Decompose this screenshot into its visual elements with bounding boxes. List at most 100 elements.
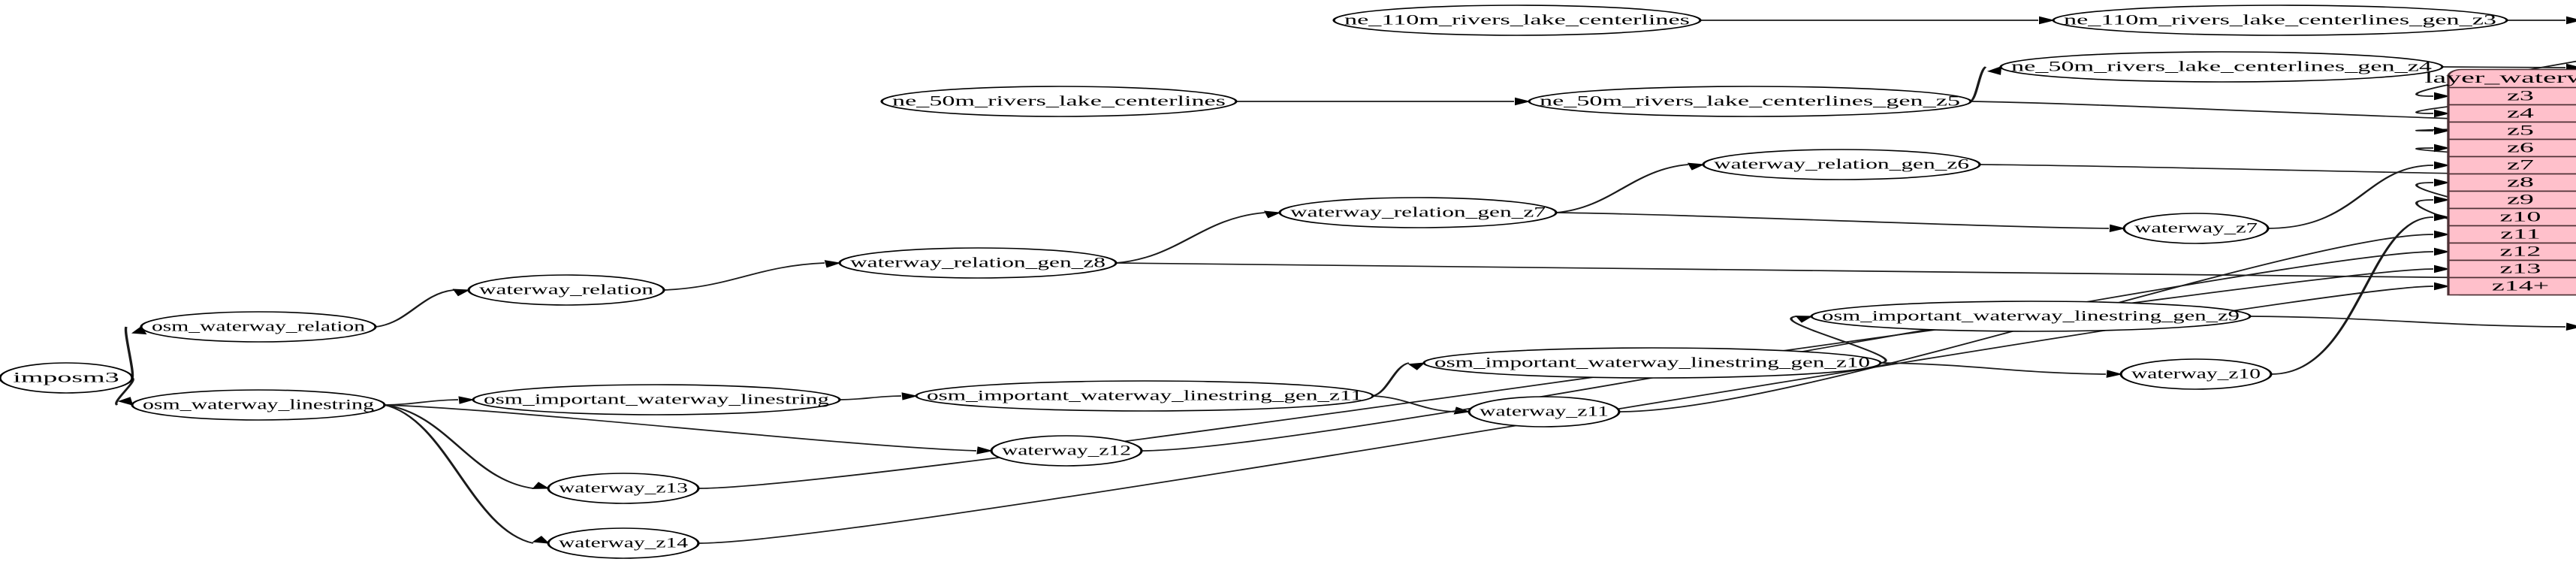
node-ellipse	[1528, 86, 1972, 117]
node-waterway_relation_gen_z6[interactable]: waterway_relation_gen_z6	[1702, 149, 1981, 180]
node-label: waterway_relation	[479, 282, 653, 298]
node-ne_110m_rivers_lake_centerlines[interactable]: ne_110m_rivers_lake_centerlines	[1332, 5, 1702, 36]
edge-osm_waterway_linestring-to-waterway_z12	[384, 404, 977, 452]
node-ellipse	[1332, 5, 1702, 36]
edge-arrowhead	[532, 482, 550, 489]
record-row-label: z4	[2507, 105, 2534, 121]
edge-arrowhead	[1515, 97, 1531, 106]
node-imposm3[interactable]: imposm3	[0, 362, 134, 394]
node-osm_waterway_relation[interactable]: osm_waterway_relation	[140, 311, 377, 343]
node-ellipse	[990, 435, 1143, 467]
edge-arrowhead	[1263, 210, 1282, 219]
node-ellipse	[915, 380, 1374, 412]
record-row-label: z11	[2500, 226, 2540, 242]
edge-arrowhead	[2039, 16, 2056, 25]
node-ellipse	[0, 362, 134, 394]
node-label: waterway_z13	[559, 480, 688, 496]
node-waterway_z13[interactable]: waterway_z13	[547, 473, 700, 504]
node-label: waterway_relation_gen_z6	[1714, 156, 1969, 172]
node-label: ne_50m_rivers_lake_centerlines	[892, 93, 1226, 109]
edge-imposm3-to-osm_waterway_relation	[124, 326, 134, 379]
node-label: ne_50m_rivers_lake_centerlines_gen_z4	[2011, 59, 2432, 74]
edge-waterway_relation_gen_z8-to-waterway_z8	[1115, 262, 2566, 279]
node-label: waterway_z10	[2131, 366, 2261, 382]
edge-osm_important_waterway_linestring_gen_z11-to-waterway_z11	[1372, 395, 1455, 412]
record-row-label: z12	[2500, 243, 2541, 259]
node-ellipse	[2119, 358, 2273, 390]
nodes-layer: imposm3 osm_waterway_relation osm_waterway…	[0, 5, 2508, 559]
node-osm_important_waterway_linestring_gen_z9[interactable]: osm_important_waterway_linestring_gen_z9	[1810, 301, 2252, 332]
edge-waterway_z3-to-record-z3	[2415, 60, 2576, 97]
edge-arrowhead	[2434, 213, 2451, 222]
node-waterway_z10[interactable]: waterway_z10	[2119, 358, 2273, 390]
edge-arrowhead	[2565, 322, 2576, 331]
node-ellipse	[1278, 197, 1558, 228]
edges-layer	[115, 16, 2576, 544]
edge-waterway_z5-to-record-z5	[2415, 125, 2576, 131]
node-ne_50m_rivers_lake_centerlines_gen_z4[interactable]: ne_50m_rivers_lake_centerlines_gen_z4	[1999, 51, 2444, 83]
node-ellipse	[1810, 301, 2252, 332]
node-waterway_relation_gen_z7[interactable]: waterway_relation_gen_z7	[1278, 197, 1558, 228]
edge-arrowhead	[1407, 362, 1425, 370]
edge-arrowhead	[2434, 109, 2451, 118]
node-ellipse	[1467, 396, 1621, 428]
edge-arrowhead	[2434, 195, 2451, 204]
node-osm_important_waterway_linestring_gen_z10[interactable]: osm_important_waterway_linestring_gen_z1…	[1422, 347, 1882, 379]
node-label: osm_important_waterway_linestring_gen_z9	[1822, 308, 2240, 324]
edge-arrowhead	[2434, 126, 2451, 135]
edge-arrowhead	[1795, 316, 1814, 323]
node-ne_50m_rivers_lake_centerlines_gen_z5[interactable]: ne_50m_rivers_lake_centerlines_gen_z5	[1528, 86, 1972, 117]
edge-osm_waterway_relation-to-waterway_relation	[375, 289, 454, 328]
node-osm_waterway_linestring[interactable]: osm_waterway_linestring	[131, 389, 386, 421]
edge-waterway_z6-to-record-z6	[2415, 147, 2576, 162]
edge-arrowhead	[2566, 16, 2576, 25]
node-osm_important_waterway_linestring[interactable]: osm_important_waterway_linestring	[472, 384, 841, 415]
edge-arrowhead	[2109, 224, 2126, 232]
edge-waterway_relation_gen_z8-to-waterway_relation_gen_z7	[1115, 212, 1265, 264]
edge-waterway_relation_gen_z7-to-waterway_relation_gen_z6	[1555, 164, 1689, 213]
edge-arrowhead	[1687, 162, 1706, 171]
node-label: osm_important_waterway_linestring_gen_z1…	[1434, 355, 1870, 370]
node-label: osm_waterway_linestring	[143, 397, 374, 412]
edge-arrowhead	[2434, 92, 2451, 101]
node-ellipse	[1422, 347, 1882, 379]
node-label: osm_important_waterway_linestring	[484, 391, 829, 407]
record-row-z14+[interactable]	[2447, 276, 2576, 296]
node-waterway_relation_gen_z8[interactable]: waterway_relation_gen_z8	[838, 247, 1118, 279]
edge-arrowhead	[452, 289, 471, 297]
node-ne_50m_rivers_lake_centerlines[interactable]: ne_50m_rivers_lake_centerlines	[880, 86, 1238, 117]
record-row-label: z13	[2500, 261, 2541, 276]
edge-waterway_z8-to-record-z8	[2415, 182, 2576, 228]
edge-arrowhead	[1986, 65, 2002, 75]
edge-waterway_z9-to-record-z9	[2415, 199, 2576, 259]
edge-arrowhead	[2434, 264, 2451, 273]
node-ellipse	[1999, 51, 2444, 83]
edge-arrowhead	[2434, 178, 2451, 187]
node-waterway_z11[interactable]: waterway_z11	[1467, 396, 1621, 428]
node-osm_important_waterway_linestring_gen_z11[interactable]: osm_important_waterway_linestring_gen_z1…	[915, 380, 1374, 412]
edge-waterway_relation-to-waterway_relation_gen_z8	[663, 262, 825, 291]
edge-osm_waterway_linestring-to-waterway_z13	[384, 404, 534, 489]
edge-arrowhead	[2434, 282, 2451, 291]
record-row-label: z7	[2507, 157, 2534, 173]
edge-osm_important_waterway_linestring_gen_z10-to-waterway_z10	[1880, 362, 2107, 375]
record-row-label: z9	[2507, 192, 2534, 207]
edge-arrowhead	[2106, 370, 2123, 378]
node-ellipse	[131, 389, 386, 421]
node-waterway_z14[interactable]: waterway_z14	[547, 527, 700, 559]
node-ellipse	[467, 274, 665, 306]
edge-arrowhead	[458, 396, 475, 404]
node-waterway_z12[interactable]: waterway_z12	[990, 435, 1143, 467]
node-waterway_z7[interactable]: waterway_z7	[2122, 213, 2270, 244]
edge-osm_important_waterway_linestring-to-osm_important_waterway_linestring_gen_z11	[839, 395, 902, 400]
edge-waterway_z7-to-record-z7	[2267, 165, 2434, 229]
edge-arrowhead	[2434, 161, 2451, 170]
edge-osm_important_waterway_linestring_gen_z9-to-waterway_z9	[2249, 316, 2566, 328]
node-waterway_relation[interactable]: waterway_relation	[467, 274, 665, 306]
edge-ne_50m_rivers_lake_centerlines_gen_z5-to-ne_50m_rivers_lake_centerlines_gen_z4	[1969, 66, 1987, 102]
node-label: waterway_relation_gen_z7	[1290, 204, 1546, 220]
node-label: osm_waterway_relation	[152, 319, 365, 334]
node-ne_110m_rivers_lake_centerlines_gen_z3[interactable]: ne_110m_rivers_lake_centerlines_gen_z3	[2052, 5, 2508, 36]
